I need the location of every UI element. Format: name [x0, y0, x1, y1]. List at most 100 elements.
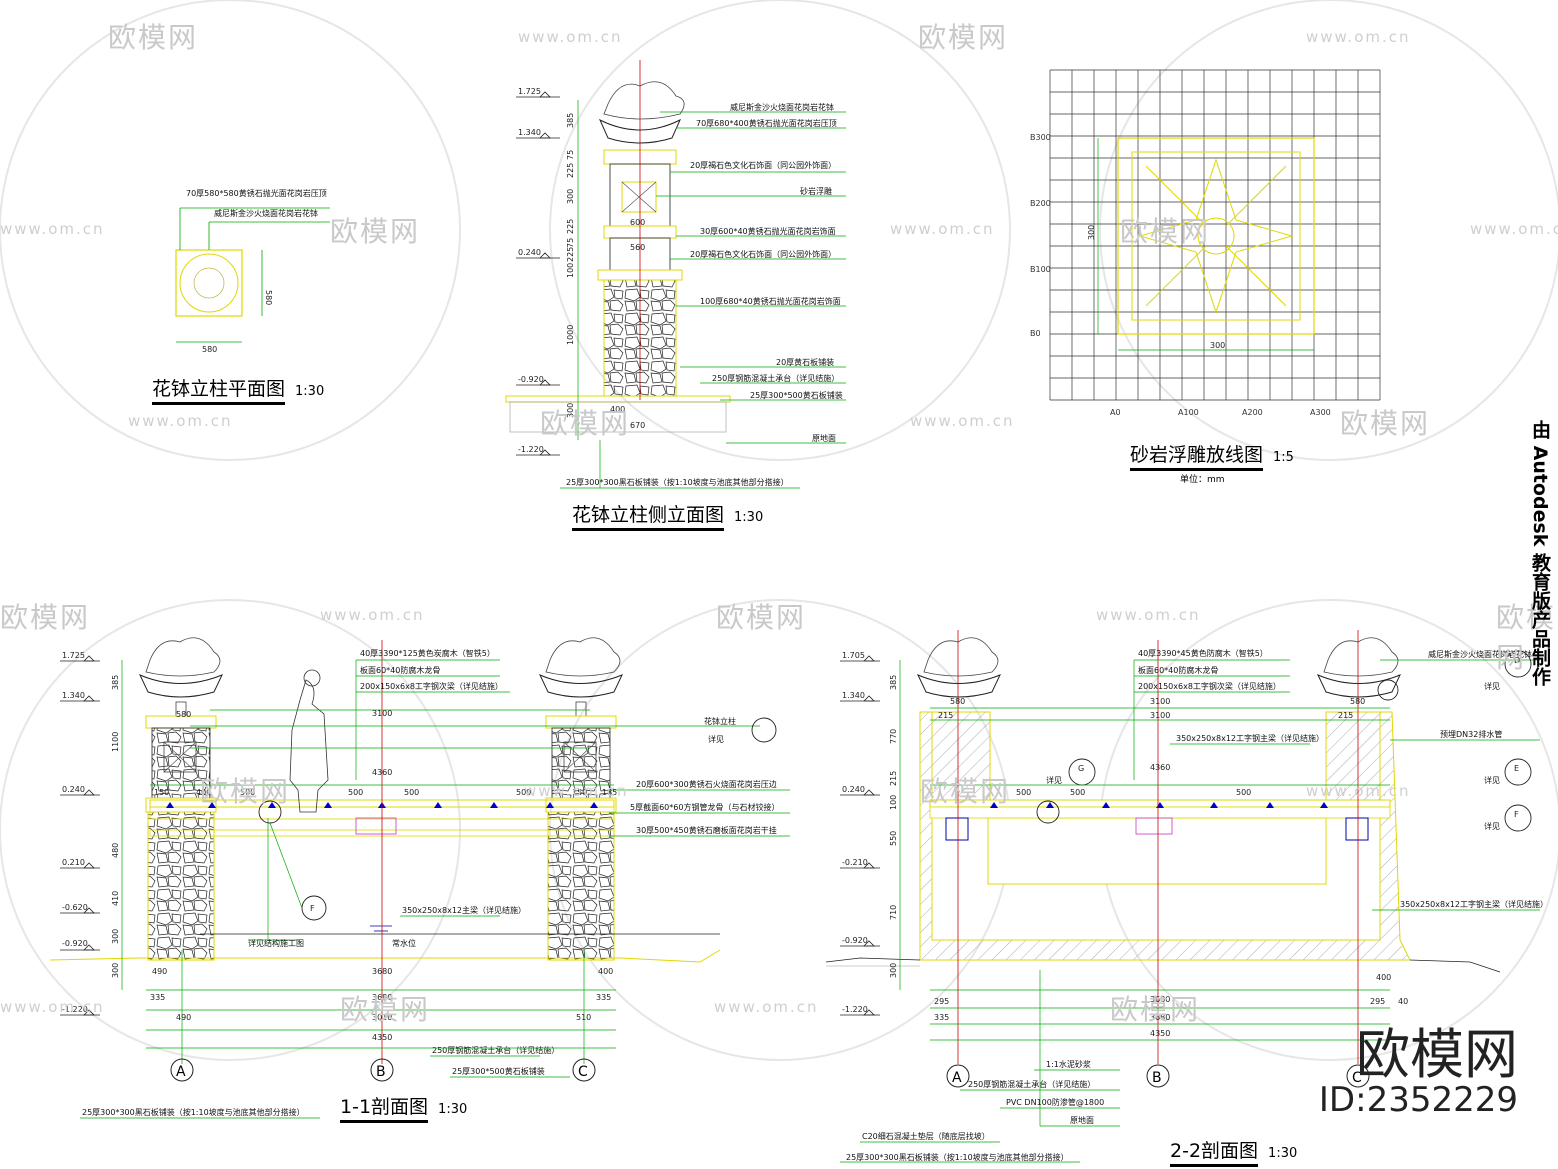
s2-note-13: 25厚300*300黑石板铺装（按1:10坡度与池底其他部分搭接）: [846, 1152, 1069, 1162]
s1-edge-7: 150: [154, 788, 169, 797]
s1-note-8: 详见结构施工图: [248, 938, 304, 948]
elev-vdim-1: 385: [566, 113, 575, 128]
s1-note-12: 25厚300*300黑石板铺装（按1:10坡度与池底其他部分搭接）: [82, 1107, 305, 1117]
s2-vdim-3: 215: [889, 771, 898, 786]
watermark-url: www.om.cn: [714, 998, 819, 1016]
s2-level-3: 0.240: [842, 785, 865, 794]
carving-title-scale: 1:5: [1273, 450, 1294, 465]
s2-span-1: 580: [950, 697, 965, 706]
elev-note-9: 250厚钢筋混凝土承台（详见结施）: [712, 373, 839, 383]
watermark-arcs: [0, 0, 1558, 1061]
elev-note-4: 砂岩浮雕: [800, 186, 832, 196]
s1-axis-c: C: [578, 1064, 588, 1080]
s1-vdim-6: 300: [111, 963, 120, 978]
s2-note-12: C20细石混凝土垫层（随底层找坡）: [862, 1131, 990, 1141]
carving-x-1: A100: [1178, 408, 1199, 417]
autodesk-edu-stamp: 由 Autodesk 教育版产品制作: [1529, 420, 1551, 687]
s2-level-6: -1.220: [842, 1005, 868, 1014]
elev-note-3: 20厚褐石色文化石饰面（同公园外饰面）: [690, 160, 836, 170]
s1-axis-b: B: [376, 1064, 386, 1080]
s1-span-2: 3100: [372, 709, 392, 718]
watermark-logo: 欧模网: [918, 21, 1009, 54]
s2-detail-g: 详见: [1046, 775, 1062, 785]
watermark-logo: 欧模网: [340, 993, 431, 1026]
section2-title-scale: 1:30: [1268, 1146, 1298, 1161]
watermark-logo: 欧模网: [920, 775, 1011, 808]
plan-dim-width: 580: [202, 345, 217, 354]
s1-note-10: 250厚钢筋混凝土承台（详见结施）: [432, 1045, 559, 1055]
s1-axis-a: A: [176, 1064, 186, 1080]
s1-note-5: 5厚截面60*60方钢管龙骨（与石材铰接）: [630, 802, 779, 812]
brand-id: ID:2352229: [1318, 1080, 1518, 1120]
s1-level-2: 1.340: [62, 691, 85, 700]
carving-dim-h: 300: [1210, 341, 1225, 350]
s2-note-4: 350x250x8x12工字钢主梁（详见结施）: [1176, 733, 1324, 743]
s1-span-5: 500: [348, 788, 363, 797]
carving-title-text: 砂岩浮雕放线图: [1130, 444, 1264, 471]
watermark-url: www.om.cn: [128, 412, 233, 430]
s1-vdim-5: 300: [111, 929, 120, 944]
s2-axis-b: B: [1152, 1070, 1162, 1086]
s2-axis-a: A: [952, 1070, 962, 1086]
s2-note-5: 威尼斯金沙火烧面花岗岩花钵: [1428, 649, 1532, 659]
watermark-url: www.om.cn: [1306, 28, 1411, 46]
elev-note-12: 25厚300*300黑石板铺装（按1:10坡度与池底其他部分搭接）: [566, 477, 789, 487]
s1-level-3: 0.240: [62, 785, 85, 794]
plan-note-2: 威尼斯金沙火烧面花岗岩花钵: [214, 208, 318, 218]
s1-level-5: -0.620: [62, 903, 88, 912]
s2-vdim-6: 710: [889, 905, 898, 920]
s2-vdim-4: 100: [889, 795, 898, 810]
s1-span-10: 3010: [372, 1013, 392, 1022]
watermark-logo: 欧模网: [108, 21, 199, 54]
s2-span-4: 4360: [1150, 763, 1170, 772]
s1-note-6: 30厚500*450黄锈石磨板面花岗岩干挂: [636, 825, 777, 835]
s1-edge-9: 150: [572, 788, 587, 797]
elev-note-1: 威尼斯金沙火烧面花岗岩花钵: [730, 102, 834, 112]
s1-span-11: 4350: [372, 1033, 392, 1042]
s2-span-8: 3680: [1150, 995, 1170, 1004]
watermark-url: www.om.cn: [524, 782, 629, 800]
carving-y-0: B300: [1030, 133, 1051, 142]
s1-level-1: 1.725: [62, 651, 85, 660]
s1-edge-5: 490: [176, 1013, 191, 1022]
elev-vdim-4: 300: [566, 189, 575, 204]
s1-note-9: 常水位: [392, 938, 416, 948]
watermark-logo: 欧模网: [0, 601, 91, 634]
elevation-title: 花钵立柱侧立面图 1:30: [572, 500, 764, 531]
carving-y-2: B100: [1030, 265, 1051, 274]
s2-edge-3: 295: [934, 997, 949, 1006]
elev-vdim-2: 75: [566, 150, 575, 160]
section2-title-text: 2-2剖面图: [1170, 1140, 1259, 1167]
s2-level-1: 1.705: [842, 651, 865, 660]
elev-vdim-3: 225: [566, 163, 575, 178]
s1-note-4: 20厚600*300黄锈石火烧面花岗岩压边: [636, 779, 777, 789]
s1-note-1: 40厚3390*125黄色炭腐木（智铁5）: [360, 648, 495, 658]
s2-edge-2: 215: [1338, 711, 1353, 720]
carving-y-3: B0: [1030, 329, 1041, 338]
elev-note-2: 70厚680*400黄锈石抛光面花岗岩压顶: [696, 118, 837, 128]
carving-title: 砂岩浮雕放线图 1:5: [1130, 440, 1294, 471]
s2-callout-d: D: [1514, 656, 1520, 665]
s1-span-7: 500: [516, 788, 531, 797]
elev-dim-1: 600: [630, 218, 645, 227]
watermark-url: www.om.cn: [1306, 782, 1411, 800]
carving-dim-v: 300: [1087, 225, 1096, 240]
section2-drawing: 1.705 1.340 0.240 -0.210 -0.920 -1.220 3…: [825, 630, 1548, 1163]
s2-span-3: 3100: [1150, 711, 1170, 720]
watermark-logo: 欧模网: [330, 215, 421, 248]
s2-edge-1: 215: [938, 711, 953, 720]
elevation-title-scale: 1:30: [734, 510, 764, 525]
elev-note-6: 20厚褐石色文化石饰面（同公园外饰面）: [690, 249, 836, 259]
s1-span-9: 3680: [372, 993, 392, 1002]
elev-dim-4: 670: [630, 421, 645, 430]
s1-vdim-4: 410: [111, 891, 120, 906]
elev-note-5: 30厚600*40黄锈石抛光面花岗岩饰面: [700, 226, 836, 236]
elevation-title-text: 花钵立柱侧立面图: [572, 504, 725, 531]
watermark-url: www.om.cn: [518, 28, 623, 46]
s2-axis-c: C: [1352, 1070, 1362, 1086]
watermark-url: www.om.cn: [0, 998, 105, 1016]
elev-dim-2: 560: [630, 243, 645, 252]
s1-note-11: 25厚300*500黄石板铺装: [452, 1066, 545, 1076]
